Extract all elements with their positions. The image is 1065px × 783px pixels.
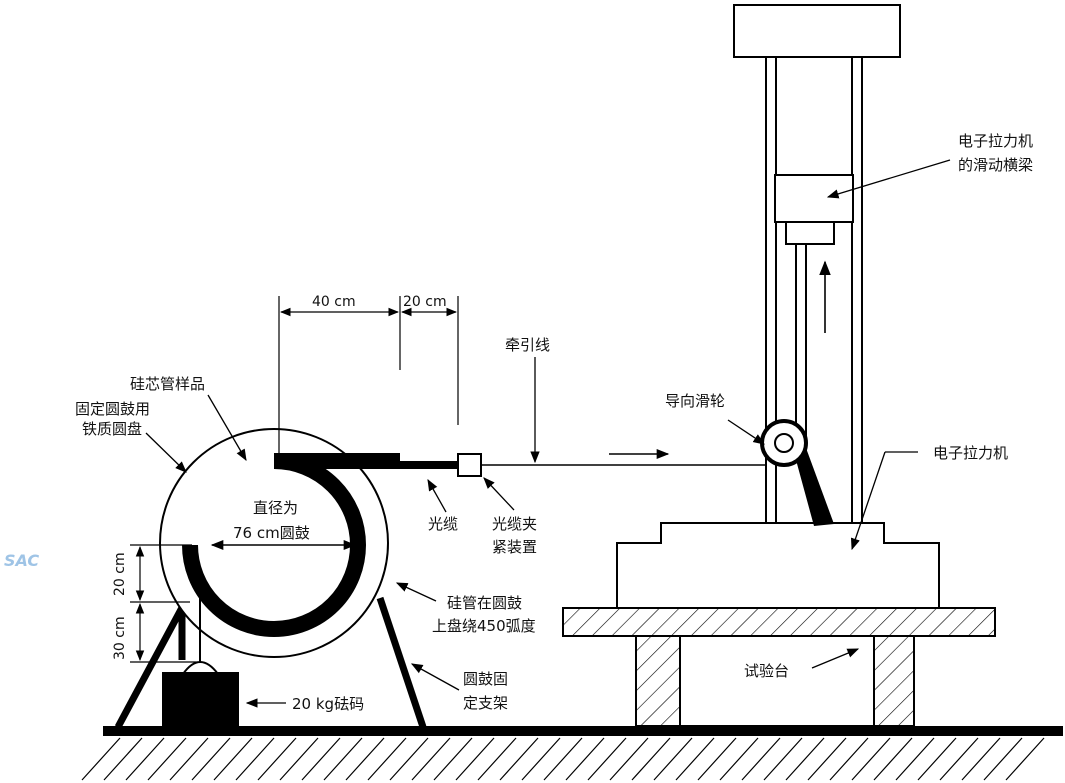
sliding-crossbeam xyxy=(774,174,854,245)
dimension-lines-side xyxy=(130,544,198,663)
dim-20cm-top: 20 cm xyxy=(403,294,447,310)
sac-watermark: SAC xyxy=(4,551,39,570)
label-cable: 光缆 xyxy=(428,515,458,533)
label-sample: 硅芯管样品 xyxy=(130,375,205,393)
leader-lines xyxy=(145,159,951,708)
dim-20cm-side: 20 cm xyxy=(112,552,128,596)
label-weight: 20 kg砝码 xyxy=(292,695,364,713)
label-guide-pulley: 导向滑轮 xyxy=(665,392,725,410)
labels: 硅芯管样品 固定圆鼓用 铁质圆盘 直径为 76 cm圆鼓 光缆 光缆夹 紧装置 … xyxy=(75,132,1033,713)
dimension-texts: 40 cm 20 cm 20 cm 30 cm xyxy=(112,294,447,660)
test-table xyxy=(562,607,996,727)
label-crossbeam-line2: 的滑动横梁 xyxy=(958,156,1033,174)
silicone-tube xyxy=(182,453,400,637)
dim-30cm-side: 30 cm xyxy=(112,616,128,660)
label-tensile-machine: 电子拉力机 xyxy=(933,444,1008,462)
label-disc-line1: 固定圆鼓用 xyxy=(75,400,150,418)
pulley-bracket xyxy=(790,438,834,526)
label-disc-line2: 铁质圆盘 xyxy=(82,420,142,438)
weight-20kg xyxy=(162,661,239,728)
tensile-machine-frame xyxy=(733,4,901,523)
label-winding-line1: 硅管在圆鼓 xyxy=(447,594,522,612)
cable-clamp xyxy=(457,453,482,477)
label-test-table: 试验台 xyxy=(744,662,789,680)
label-drum-diameter-line2: 76 cm圆鼓 xyxy=(233,524,310,542)
label-drum-diameter-line1: 直径为 xyxy=(253,499,298,517)
guide-pulley xyxy=(760,419,808,467)
dimension-lines-top xyxy=(278,296,459,455)
label-clamp-line2: 紧装置 xyxy=(492,538,537,556)
dim-40cm: 40 cm xyxy=(312,294,356,310)
label-winding-line2: 上盘绕450弧度 xyxy=(432,617,536,635)
label-stand-line2: 定支架 xyxy=(463,694,508,712)
tensile-machine-base xyxy=(616,522,940,609)
rope-to-crossbeam xyxy=(795,244,807,446)
ground xyxy=(81,726,1063,781)
label-traction-line: 牵引线 xyxy=(505,336,550,354)
label-clamp-line1: 光缆夹 xyxy=(492,515,537,533)
label-crossbeam-line1: 电子拉力机 xyxy=(958,132,1033,150)
label-stand-line1: 圆鼓固 xyxy=(463,670,508,688)
